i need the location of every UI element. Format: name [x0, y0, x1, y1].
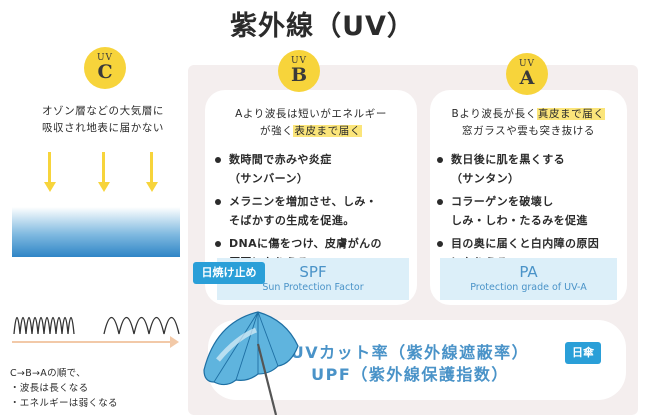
uva-effect-1-line2: （サンタン）	[451, 172, 520, 185]
arrow-right-icon	[170, 336, 179, 348]
uvb-effect-1-line2: （サンバーン）	[229, 172, 309, 185]
uvc-desc-line2: 吸収され地表に届かない	[41, 122, 165, 134]
uvb-effect-3-line1: DNAに傷をつけ、皮膚がんの	[229, 237, 382, 250]
uvc-badge-small: UV	[96, 53, 114, 63]
wavelength-wave-icon	[13, 316, 180, 335]
uva-badge-letter: A	[519, 67, 535, 89]
list-item: 数時間で赤みや炎症 （サンバーン）	[215, 150, 415, 188]
arrow-down-icon	[44, 152, 56, 192]
uvc-badge: UV C	[84, 47, 126, 89]
wavelength-arrow-line	[12, 341, 172, 343]
list-item: メラニンを増加させ、しみ・そばかすの生成を促進。	[215, 192, 415, 230]
uvb-badge: UV B	[278, 50, 320, 92]
uvb-intro-line2: が強く表皮まで届く	[205, 123, 417, 140]
parasol-icon	[203, 311, 299, 415]
uva-intro-highlight: 真皮まで届く	[536, 108, 606, 120]
uvb-intro-highlight: 表皮まで届く	[293, 125, 362, 137]
uvb-badge-letter: B	[290, 64, 308, 86]
list-item: コラーゲンを破壊ししみ・しわ・たるみを促進	[437, 192, 627, 230]
notes-line2: ・波長は長くなる	[10, 383, 89, 394]
pa-subtitle: Protection grade of UV-A	[470, 282, 587, 293]
uvb-intro: Aより波長は短いがエネルギー が強く表皮まで届く	[205, 106, 417, 140]
pa-title: PA	[519, 263, 538, 281]
notes-line3: ・エネルギーは弱くなる	[10, 398, 118, 409]
parasol-metrics: UVカット率（紫外線遮蔽率） UPF（紫外線保護指数）	[265, 342, 555, 386]
spf-title: SPF	[299, 263, 327, 281]
uva-effect-2-line1: コラーゲンを破壊し	[451, 195, 554, 208]
parasol-tag: 日傘	[565, 342, 601, 364]
uva-badge-small: UV	[518, 59, 536, 69]
order-notes: C→B→Aの順で、 ・波長は長くなる ・エネルギーは弱くなる	[10, 366, 188, 411]
sunscreen-tag: 日焼け止め	[193, 262, 265, 284]
uvb-intro-line2-text: が強く	[260, 125, 294, 137]
uvb-badge-small: UV	[290, 56, 308, 66]
uva-badge: UV A	[506, 53, 548, 95]
list-item: 数日後に肌を黒くする （サンタン）	[437, 150, 627, 188]
uva-effect-1-line1: 数日後に肌を黒くする	[451, 153, 565, 166]
uvb-effect-2-line2: そばかすの生成を促進。	[229, 214, 355, 227]
uva-intro-line2: 窓ガラスや雲も突き抜ける	[462, 125, 595, 137]
page-title: 紫外線（UV）	[230, 11, 415, 42]
arrow-down-icon	[146, 152, 158, 192]
uvc-badge-letter: C	[97, 61, 113, 83]
notes-line1: C→B→Aの順で、	[10, 368, 86, 379]
uvb-effect-1-line1: 数時間で赤みや炎症	[229, 153, 332, 166]
uvc-description: オゾン層などの大気層に 吸収され地表に届かない	[12, 103, 194, 137]
uva-intro: Bより波長が長く真皮まで届く 窓ガラスや雲も突き抜ける	[430, 106, 627, 140]
uva-effect-3-line1: 目の奥に届くと白内障の原因	[451, 237, 600, 250]
uvb-effect-2-line1: メラニンを増加させ、しみ・	[229, 195, 378, 208]
uvc-desc-line1: オゾン層などの大気層に	[41, 105, 165, 117]
ground-illustration	[12, 207, 180, 257]
spf-subtitle: Sun Protection Factor	[262, 282, 364, 293]
pa-box: PA Protection grade of UV-A	[440, 258, 617, 300]
uva-intro-line1-text: Bより波長が長く	[451, 108, 537, 120]
upf-label: UPF（紫外線保護指数）	[311, 365, 509, 384]
arrow-down-icon	[98, 152, 110, 192]
uva-intro-line1: Bより波長が長く真皮まで届く	[430, 106, 627, 123]
uvb-intro-line1: Aより波長は短いがエネルギー	[235, 108, 387, 120]
uva-effect-2-line2: しみ・しわ・たるみを促進	[451, 214, 588, 227]
uv-cut-rate-label: UVカット率（紫外線遮蔽率）	[290, 343, 530, 362]
